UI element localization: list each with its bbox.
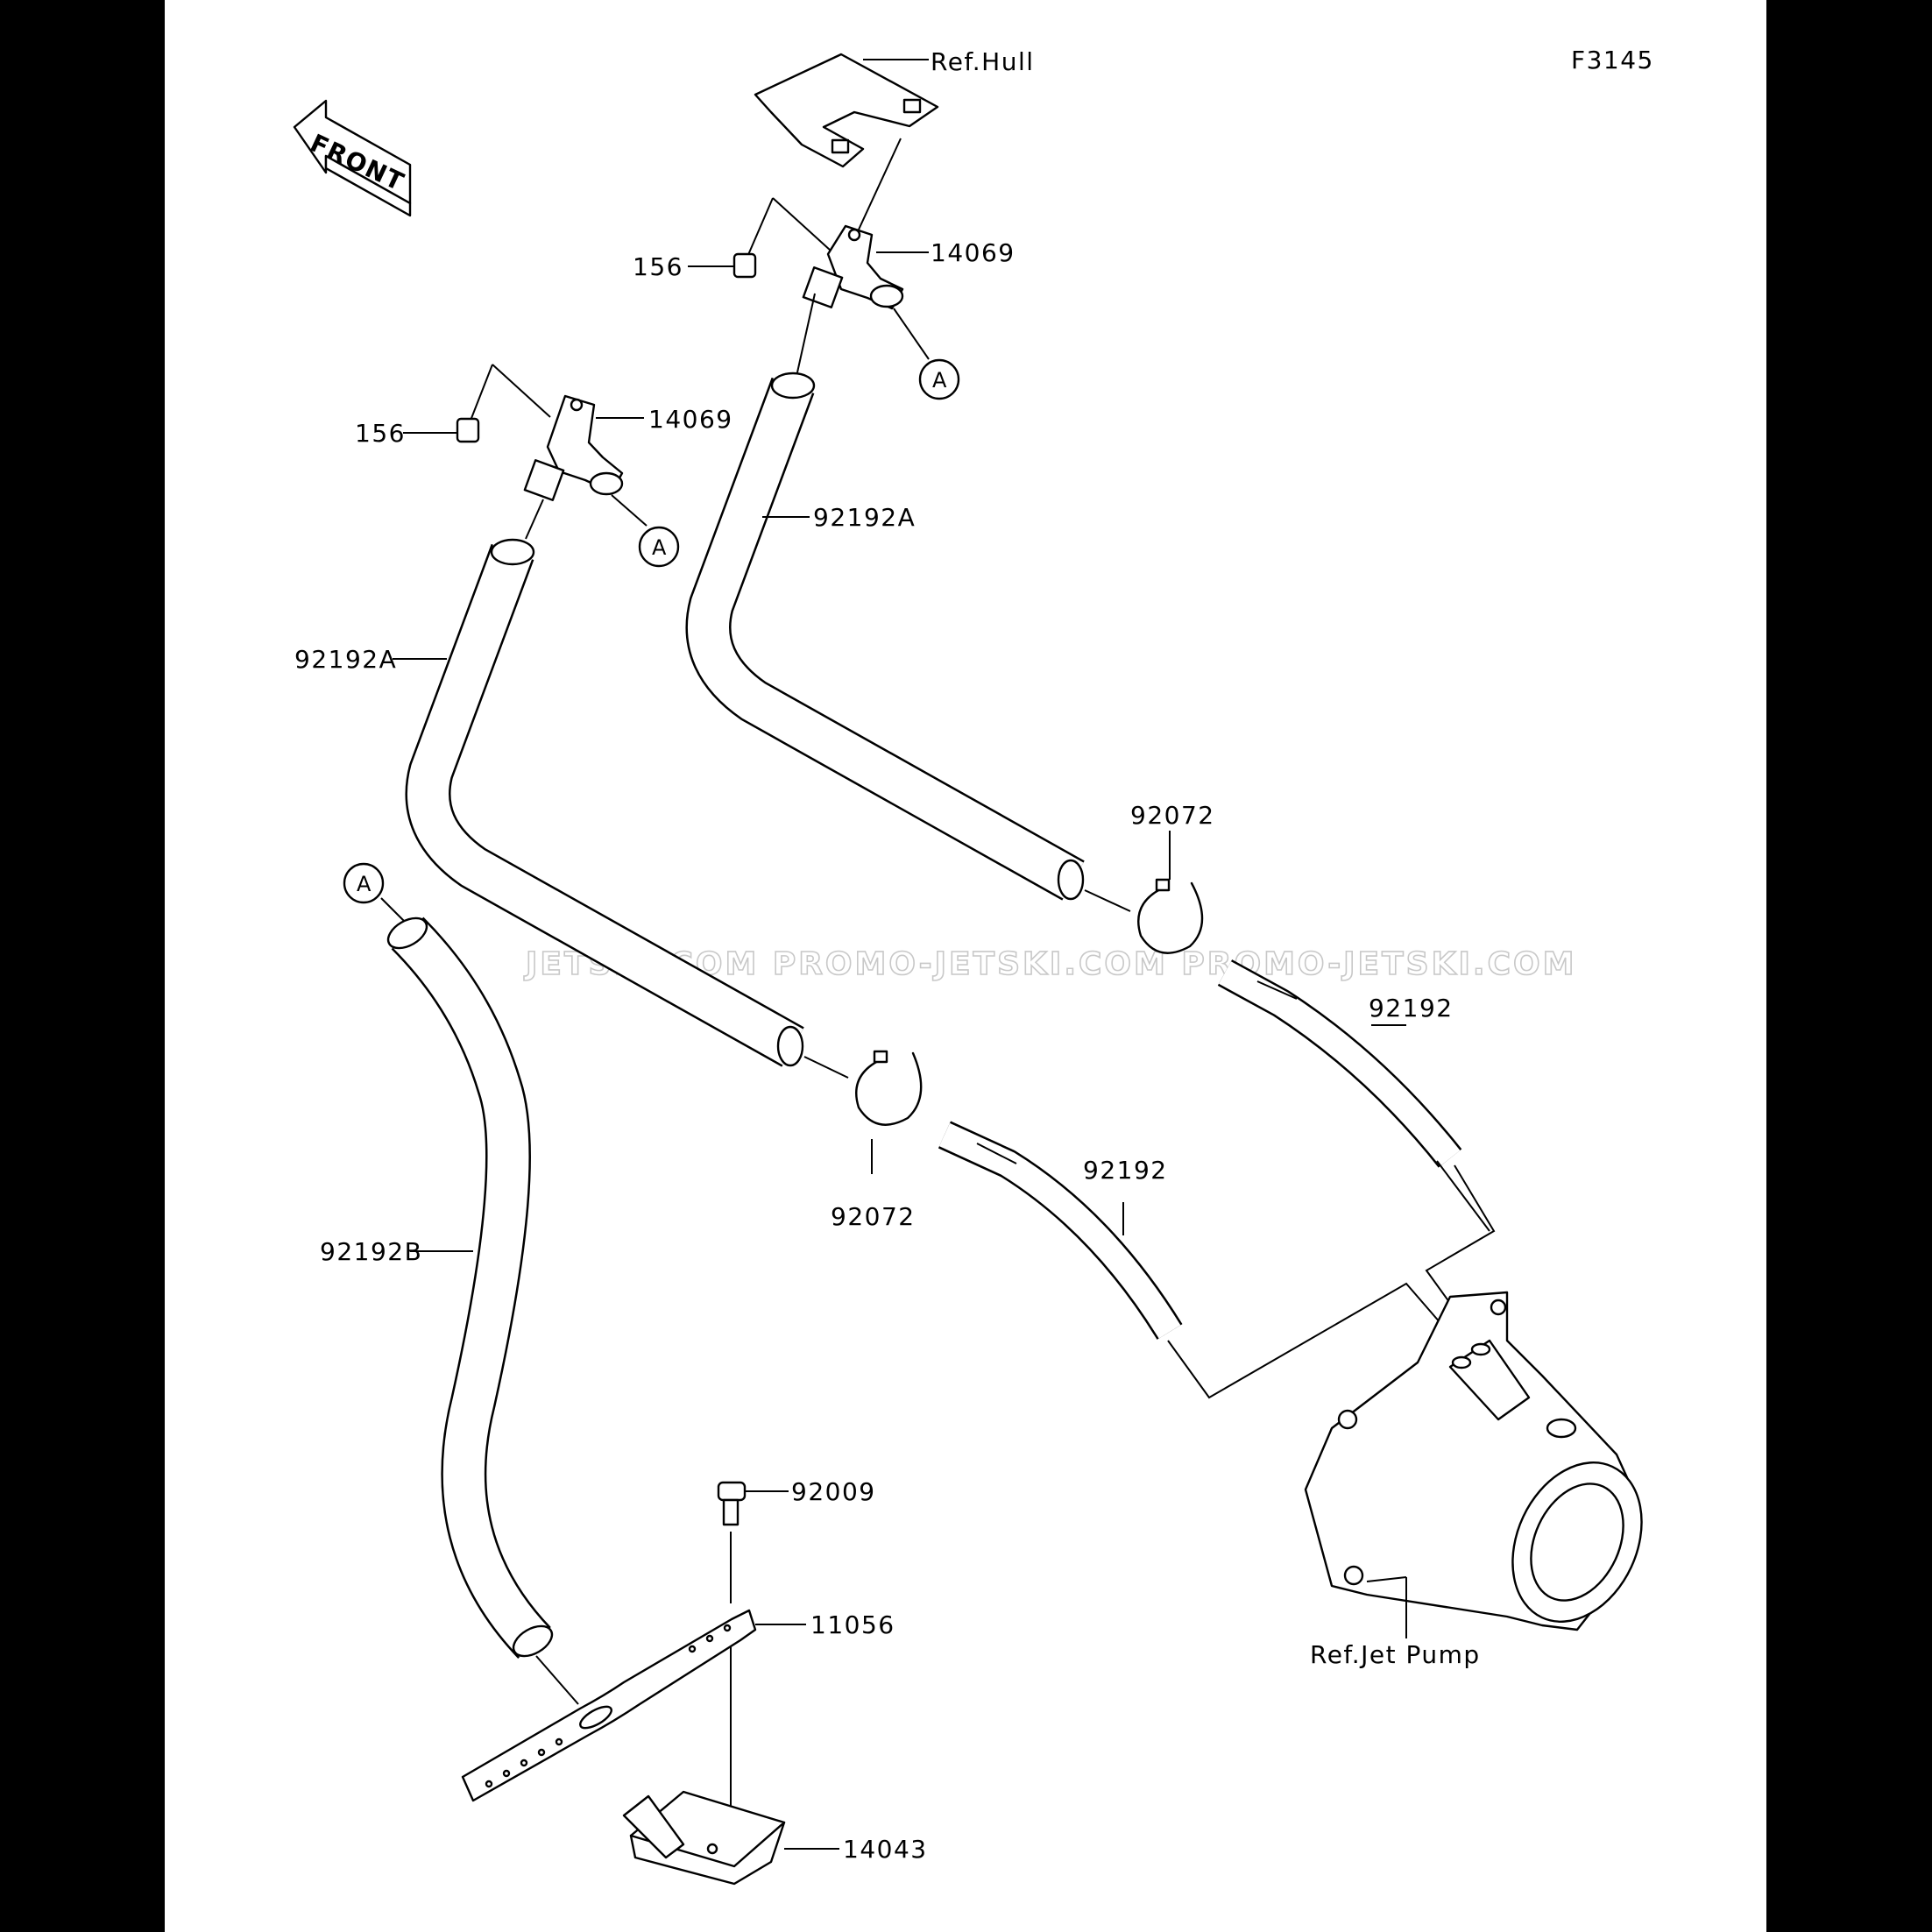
front-arrow-icon: FRONT xyxy=(293,99,412,217)
fitting-lower xyxy=(523,394,624,501)
svg-text:A: A xyxy=(652,535,667,560)
part-92192a-right: 92192A xyxy=(813,503,916,532)
screw-92009 xyxy=(717,1481,789,1603)
jet-pump xyxy=(1304,1291,1643,1638)
part-14069-upper: 14069 xyxy=(931,238,1016,267)
hose-92192a-left xyxy=(405,499,804,1067)
svg-text:A: A xyxy=(357,872,372,896)
hose-92192-right xyxy=(1217,959,1490,1232)
part-11056: 11056 xyxy=(810,1610,895,1639)
ref-jet-pump-label: Ref.Jet Pump xyxy=(1310,1640,1481,1669)
bolt-156-upper xyxy=(688,197,832,279)
fitting-upper xyxy=(802,138,904,310)
figure-code: F3145 xyxy=(1571,46,1654,74)
callout-a-bottom: A xyxy=(343,862,413,930)
hose-92192-center xyxy=(938,1121,1183,1340)
svg-text:A: A xyxy=(932,368,947,393)
part-156-upper: 156 xyxy=(633,252,683,281)
part-92192-right: 92192 xyxy=(1369,994,1454,1023)
strainer-14043 xyxy=(622,1647,839,1886)
part-92192b: 92192B xyxy=(320,1237,422,1266)
callout-a-upper: A xyxy=(893,308,960,400)
part-92192a-left: 92192A xyxy=(294,645,397,674)
bracket-11056 xyxy=(461,1609,806,1802)
bolt-156-lower xyxy=(403,364,551,443)
part-92009: 92009 xyxy=(791,1477,876,1506)
part-92072-upper: 92072 xyxy=(1130,801,1215,830)
hose-92192a-right xyxy=(685,293,1085,901)
part-156-lower: 156 xyxy=(355,419,406,448)
clamp-92072-upper xyxy=(1084,831,1204,954)
callout-a-lower: A xyxy=(611,494,680,568)
part-14043: 14043 xyxy=(843,1835,928,1864)
hull-bracket xyxy=(754,53,939,168)
clamp-92072-lower xyxy=(803,1050,923,1174)
part-14069-lower: 14069 xyxy=(648,405,733,434)
hose-92192b xyxy=(386,916,579,1705)
part-92072-lower: 92072 xyxy=(831,1202,916,1231)
part-92192-center: 92192 xyxy=(1083,1156,1168,1185)
ref-hull-label: Ref.Hull xyxy=(931,47,1035,76)
